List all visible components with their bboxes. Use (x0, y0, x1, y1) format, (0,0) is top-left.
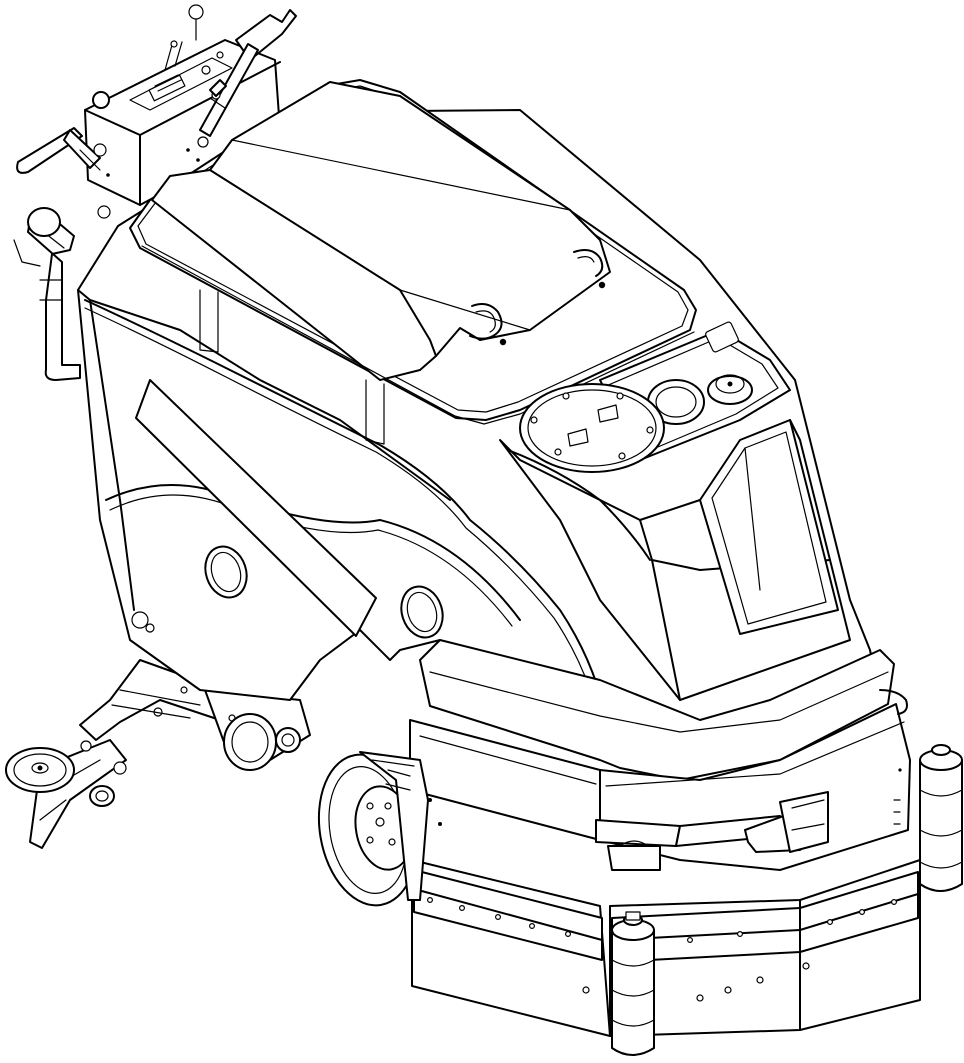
squeegee-rear-caster (89, 785, 115, 807)
scrub-deck (409, 639, 921, 1037)
operator-handle-right (197, 9, 297, 148)
front-tie-down-loop (879, 689, 908, 715)
bumper-roller-right (919, 744, 963, 892)
decal-panel (135, 379, 377, 637)
deck-latch (744, 791, 829, 853)
recovery-tank-lid (129, 79, 697, 425)
solution-tank-cap (519, 383, 665, 473)
key-switch-icon (188, 4, 204, 20)
bumper-roller-front (611, 911, 655, 1056)
drain-hose (13, 205, 111, 381)
squeegee-caster-wheel (5, 747, 75, 793)
emergency-stop-icon (92, 91, 110, 109)
operator-handle-left (16, 127, 107, 174)
squeegee-assembly (5, 659, 237, 849)
rear-caster-assembly (204, 689, 311, 771)
front-nose (499, 419, 851, 701)
drive-wheel (317, 751, 429, 907)
solution-fill-area (519, 321, 791, 473)
